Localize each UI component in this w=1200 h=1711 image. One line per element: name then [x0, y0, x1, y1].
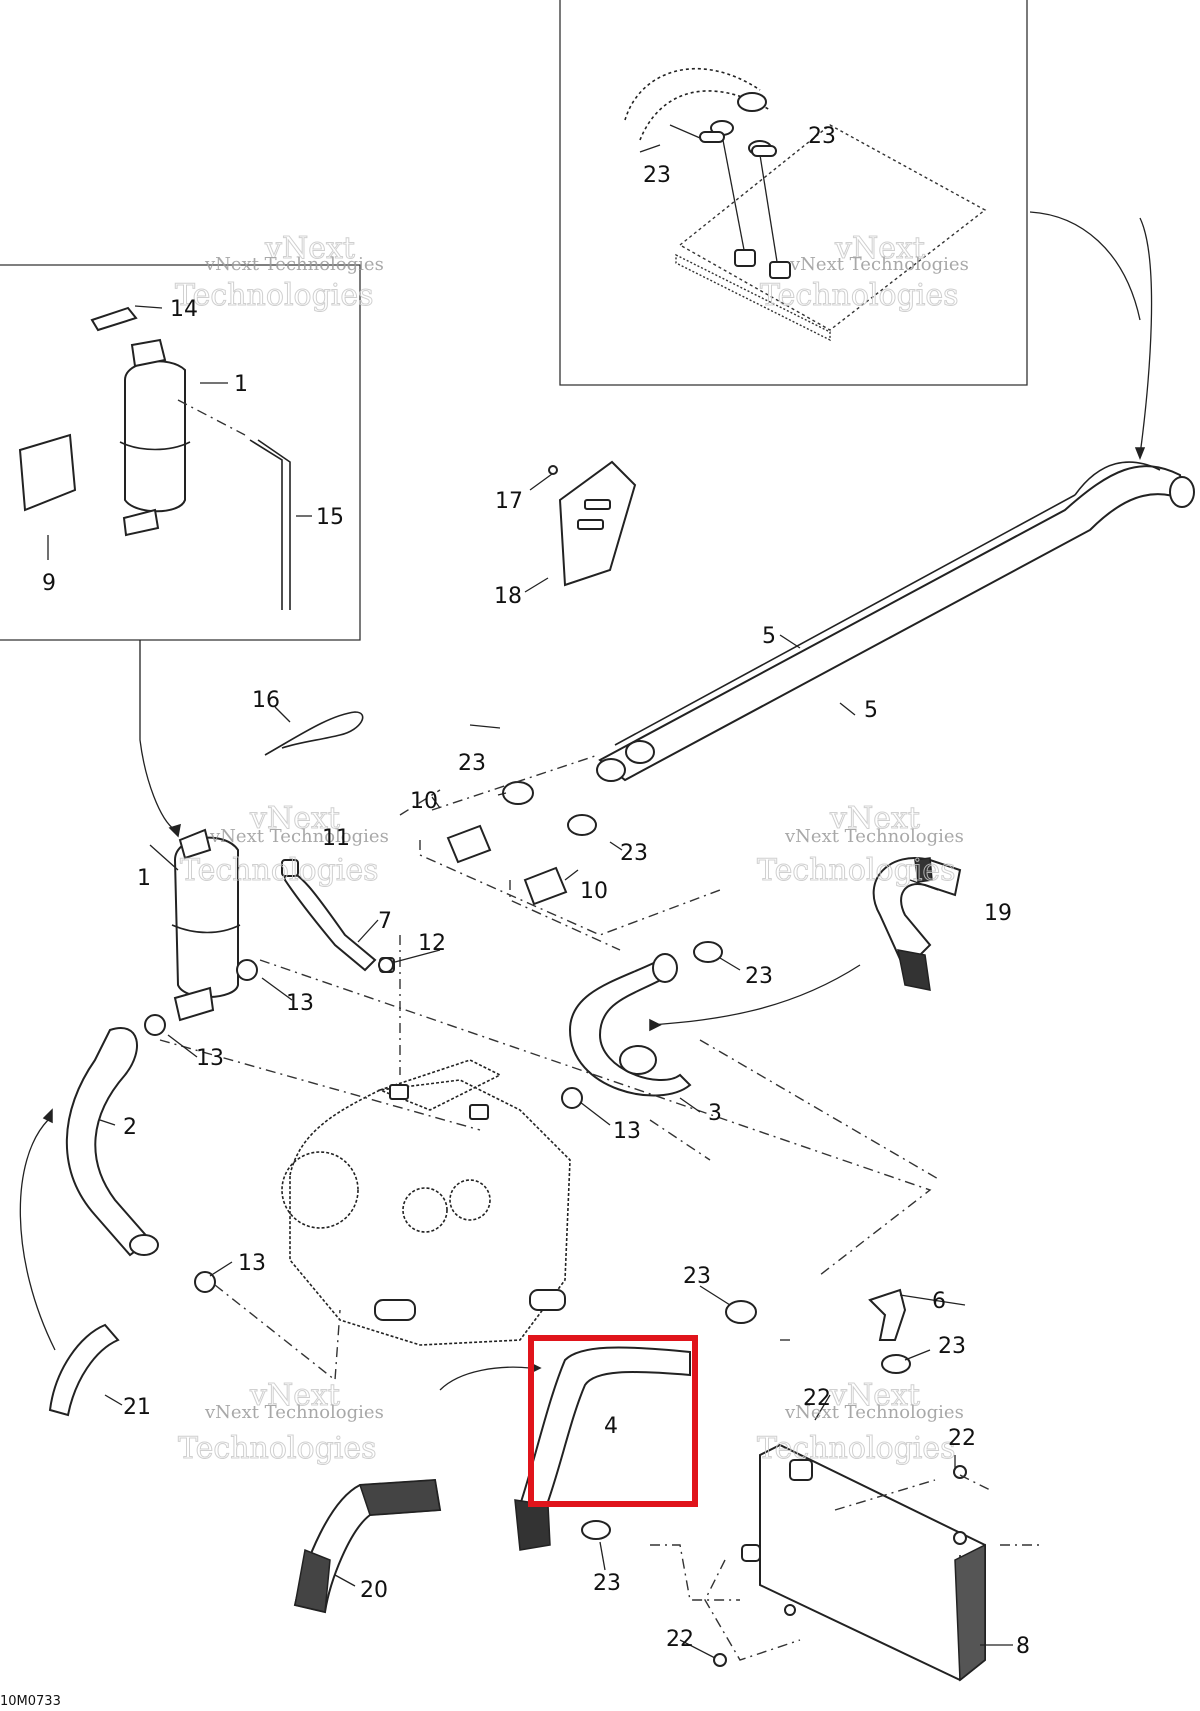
- callout-23-bottom: 23: [593, 1571, 621, 1596]
- hose-2: [19, 1027, 159, 1351]
- callout-23-lower: 23: [683, 1264, 711, 1289]
- watermark-line2: vNext Technologies: [784, 1402, 964, 1423]
- callout-4: 4: [604, 1414, 618, 1439]
- highlight-box-part-4: [528, 1335, 698, 1507]
- watermark-line1: vNext: [249, 1378, 340, 1413]
- callout-9: 9: [42, 571, 56, 596]
- callout-13-c: 13: [613, 1119, 641, 1144]
- detail-box-coolant-tank: [0, 264, 361, 641]
- watermark-line2: vNext Technologies: [784, 826, 964, 847]
- callout-19: 19: [984, 901, 1012, 926]
- callout-10-upper: 10: [410, 789, 438, 814]
- callout-21: 21: [123, 1395, 151, 1420]
- hose-20: [293, 1478, 442, 1614]
- hose-21: [48, 1323, 120, 1417]
- callout-14: 14: [170, 297, 198, 322]
- engine-block: [281, 1059, 571, 1346]
- callout-13-a: 13: [286, 991, 314, 1016]
- watermark-group: vNext vNext Technologies Technologies vN…: [175, 231, 969, 1467]
- watermark-line2: vNext Technologies: [209, 826, 389, 847]
- leader-lines: [47, 124, 1013, 1659]
- hose-4: [439, 1346, 691, 1551]
- callout-1-main: 1: [137, 866, 151, 891]
- callout-15: 15: [316, 505, 344, 530]
- callout-13-d: 13: [238, 1251, 266, 1276]
- callout-6: 6: [932, 1289, 946, 1314]
- callout-5-upper: 5: [762, 624, 776, 649]
- watermark-line3: Technologies: [178, 1431, 377, 1466]
- watermark-line3: Technologies: [175, 278, 374, 313]
- callout-3: 3: [708, 1101, 722, 1126]
- callout-23-upper: 23: [458, 751, 486, 776]
- hose-19: [649, 857, 962, 1032]
- callout-12: 12: [418, 931, 446, 956]
- watermark-line1: vNext: [829, 1378, 920, 1413]
- hose-3: [568, 953, 692, 1097]
- watermark-line1: vNext: [834, 231, 925, 266]
- callout-16: 16: [252, 688, 280, 713]
- callout-10-lower: 10: [580, 879, 608, 904]
- callout-11: 11: [322, 826, 350, 851]
- callout-17: 17: [495, 489, 523, 514]
- watermark-line2: vNext Technologies: [204, 254, 384, 275]
- detail-box-radiator: [559, 0, 1028, 386]
- watermark-line1: vNext: [829, 801, 920, 836]
- callout-22-right: 22: [948, 1426, 976, 1451]
- callout-23-mid: 23: [620, 841, 648, 866]
- callout-18: 18: [494, 584, 522, 609]
- callout-23-right: 23: [745, 964, 773, 989]
- callout-22-bottom: 22: [666, 1627, 694, 1652]
- watermark-line3: Technologies: [180, 853, 379, 888]
- callout-1-detail: 1: [234, 372, 248, 397]
- callout-23-box-left: 23: [643, 163, 671, 188]
- clamps-and-collars: [144, 131, 967, 1667]
- watermark-line3: Technologies: [760, 278, 959, 313]
- watermark-line3: Technologies: [757, 853, 956, 888]
- fitting-6: [868, 1288, 907, 1341]
- callout-8: 8: [1016, 1634, 1030, 1659]
- coolant-tank-1: [139, 640, 241, 1022]
- callout-2: 2: [123, 1115, 137, 1140]
- assembly-lines: [159, 754, 1040, 1661]
- bracket-18: [548, 460, 637, 587]
- radiator-8: [741, 1443, 986, 1682]
- callout-23-fitting: 23: [938, 1334, 966, 1359]
- hose-5-assembly: [596, 211, 1195, 782]
- callout-7: 7: [378, 909, 392, 934]
- callout-13-b: 13: [196, 1046, 224, 1071]
- callout-23-box-right: 23: [808, 124, 836, 149]
- watermark-line2: vNext Technologies: [789, 254, 969, 275]
- callout-labels: 14 1 15 9 23 23 17 18 5 5 16 23 10 23 10…: [42, 124, 1030, 1659]
- callout-20: 20: [360, 1578, 388, 1603]
- diagram-code: 10M0733: [0, 1694, 61, 1709]
- watermark-line3: Technologies: [757, 1431, 956, 1466]
- watermark-line2: vNext Technologies: [204, 1402, 384, 1423]
- watermark-line1: vNext: [264, 231, 355, 266]
- callout-5-lower: 5: [864, 698, 878, 723]
- watermark-line1: vNext: [249, 801, 340, 836]
- strap-16: [264, 711, 364, 756]
- callout-22-upper: 22: [803, 1386, 831, 1411]
